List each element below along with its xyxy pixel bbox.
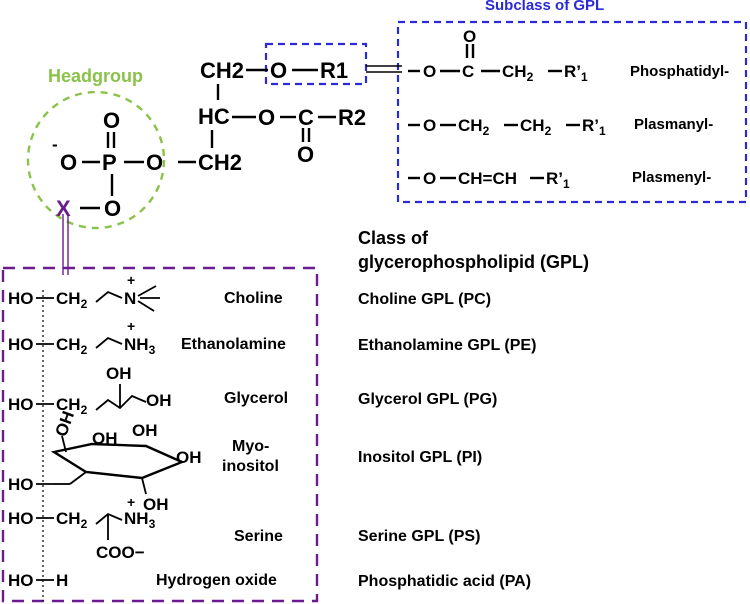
ser-nh3: NH3 [124,509,156,531]
ino-oh5: OH [143,495,169,514]
choline-ch2: CH2 [56,289,88,311]
etn-class: Ethanolamine GPL (PE) [358,337,536,354]
sub1-o: O [423,62,436,81]
r2: R2 [338,105,366,130]
sub3-r: R’1 [546,169,570,191]
x-group: X [56,196,71,221]
choline-class: Choline GPL (PC) [358,291,491,308]
ser-name: Serine [234,528,283,545]
sub1-o-top: O [463,27,476,46]
hc: HC [198,104,230,129]
subclass-box [396,20,748,204]
minus-sign: - [52,135,58,154]
hox-ho: HO [8,571,34,590]
ch2-bottom: CH2 [198,150,242,175]
gly-oh1: OH [106,364,132,383]
r1: R1 [320,58,348,83]
ino-oh2: OH [92,429,118,448]
ino-oh3: OH [132,421,158,440]
etn-plus: + [127,318,135,334]
gly-name: Glycerol [224,390,288,407]
choline-ho: HO [8,289,34,308]
ino-b-tilt [61,435,67,453]
gly-ch2: CH2 [56,395,88,417]
etn-chain [95,336,123,349]
ino-b5 [141,477,147,495]
headgroup-box [1,266,319,603]
gly-chain [95,394,147,411]
ino-class: Inositol GPL (PI) [358,449,482,466]
ser-coo: COO− [96,543,145,562]
hox-class: Phosphatidic acid (PA) [358,573,531,590]
etn-name: Ethanolamine [181,336,286,353]
sub3-name: Plasmenyl- [632,169,711,186]
ser-ch2: CH2 [56,509,88,531]
gly-class: Glycerol GPL (PG) [358,391,497,408]
o-ether: O [270,58,287,83]
hox-h: H [56,571,68,590]
ino-name-1: Myo- [232,438,269,455]
sub2-o: O [423,116,436,135]
sub2-r: R’1 [582,116,606,138]
choline-plus: + [127,272,135,288]
choline-me3 [137,300,155,312]
subclass-title: Subclass of GPL [485,0,604,14]
sub1-c: C [462,62,474,81]
phosphorus: P [102,150,117,175]
ino-name-2: inositol [222,458,279,475]
headgroup-circle [26,90,166,230]
o-link: O [146,150,163,175]
o-minus: O [60,150,77,175]
class-title-line2: glycerophospholipid (GPL) [358,252,589,272]
ino-oh4: OH [176,448,202,467]
etn-ho: HO [8,335,34,354]
etn-nh3: NH3 [124,335,156,357]
gly-ho: HO [8,395,34,414]
ser-chain [95,512,123,525]
ser-ho: HO [8,509,34,528]
hox-name: Hydrogen oxide [156,572,277,589]
ser-plus: + [127,494,135,510]
o-phosphoryl: O [103,108,120,133]
ser-class: Serine GPL (PS) [358,528,480,545]
etn-ch2: CH2 [56,335,88,357]
choline-n: N [124,289,136,308]
sub1-r: R’1 [564,62,588,84]
choline-me1 [137,285,157,297]
c-carbonyl: C [298,105,314,130]
sub3-ch-eq-ch: CH=CH [458,169,517,188]
sub1-name: Phosphatidyl- [630,63,729,80]
choline-name: Choline [224,290,283,307]
gly-oh2: OH [146,391,172,410]
headgroup-title: Headgroup [48,66,143,86]
choline-chain [95,290,123,303]
o-ester: O [258,105,275,130]
sub2-ch2b: CH2 [520,116,552,138]
ino-b6 [69,471,87,485]
sub1-ch2: CH2 [502,62,534,84]
class-title-line1: Class of [358,228,429,248]
o-x: O [104,196,121,221]
inositol-ring [50,442,186,480]
sub2-name: Plasmanyl- [634,116,713,133]
sub2-ch2a: CH2 [458,116,490,138]
sub3-o: O [423,169,436,188]
o-r1-box [264,42,368,86]
ch2-top: CH2 [200,58,244,83]
ino-ho: HO [8,475,34,494]
o-carbonyl: O [297,142,314,167]
